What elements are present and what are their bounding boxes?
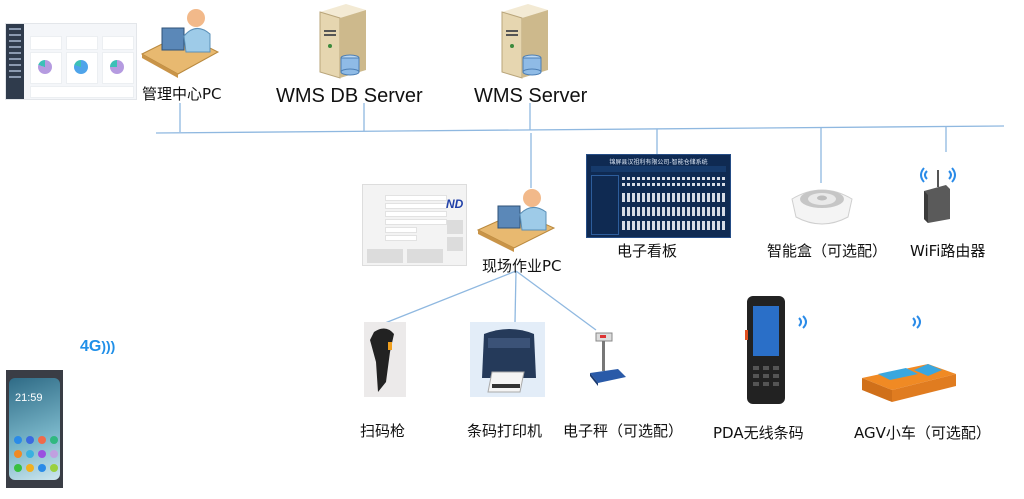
link-printer bbox=[514, 270, 517, 323]
form-field bbox=[385, 203, 447, 209]
pie-chart-icon bbox=[74, 60, 88, 74]
kanban-toolbar bbox=[591, 166, 726, 172]
pie-chart-icon bbox=[38, 60, 52, 74]
table-card bbox=[30, 86, 134, 98]
form-field bbox=[385, 195, 447, 201]
wms-server-label: WMS Server bbox=[474, 85, 588, 107]
pda-icon bbox=[745, 296, 785, 404]
barcode-scanner-icon bbox=[364, 322, 406, 397]
pda-label: PDA无线条码 bbox=[713, 424, 804, 442]
dashboard-sidebar bbox=[6, 24, 24, 99]
operator-pc-icon bbox=[140, 9, 220, 78]
wifi-signal-icon bbox=[912, 315, 921, 329]
form-button bbox=[367, 249, 403, 263]
link-scanner bbox=[384, 270, 517, 324]
form-button bbox=[447, 220, 463, 234]
kanban-row bbox=[622, 193, 726, 202]
wifi-signal-icon bbox=[798, 315, 807, 329]
stat-card bbox=[30, 36, 62, 50]
management-dashboard-thumbnail bbox=[5, 23, 137, 100]
database-server-icon bbox=[319, 4, 366, 79]
kanban-row bbox=[622, 207, 726, 216]
kanban-row bbox=[622, 183, 726, 186]
smartphone-icon: 21:59 bbox=[6, 370, 63, 488]
smart-box-label: 智能盒（可选配） bbox=[767, 242, 888, 260]
agv-label: AGV小车（可选配） bbox=[854, 424, 991, 442]
phone-clock: 21:59 bbox=[15, 392, 43, 404]
operator-pc-icon bbox=[476, 189, 556, 252]
stat-card bbox=[66, 36, 98, 50]
chart-card bbox=[66, 52, 98, 84]
wifi-router-label: WiFi路由器 bbox=[910, 242, 986, 260]
scanner-label: 扫码枪 bbox=[360, 422, 406, 440]
form-field bbox=[385, 227, 417, 233]
field-pc-label: 现场作业PC bbox=[482, 257, 562, 275]
form-field bbox=[385, 235, 417, 241]
agv-cart-icon bbox=[862, 364, 956, 402]
printer-label: 条码打印机 bbox=[467, 422, 543, 440]
kanban-row bbox=[622, 177, 726, 180]
kanban-label: 电子看板 bbox=[617, 242, 678, 260]
field-operation-form-thumbnail: ND bbox=[362, 184, 467, 266]
weighing-scale-icon bbox=[590, 332, 626, 386]
smart-box-icon bbox=[791, 189, 853, 225]
kanban-side-panel bbox=[591, 175, 619, 235]
nd-logo: ND bbox=[446, 197, 464, 211]
form-field bbox=[385, 219, 447, 225]
form-field bbox=[385, 211, 447, 217]
kanban-display: 锦屏县汉祖利有限公司-智能仓储系统 bbox=[586, 154, 731, 238]
db-server-label: WMS DB Server bbox=[276, 85, 423, 107]
scale-label: 电子秤（可选配） bbox=[563, 422, 684, 440]
chart-card bbox=[102, 52, 134, 84]
kanban-row bbox=[622, 221, 726, 230]
phone-screen: 21:59 bbox=[9, 378, 60, 480]
database-server-icon bbox=[501, 4, 548, 79]
backbone-line bbox=[155, 125, 1005, 134]
stat-card bbox=[102, 36, 134, 50]
4g-signal-icon: 4G))) bbox=[80, 338, 116, 355]
link-scale bbox=[515, 270, 597, 331]
form-button bbox=[447, 237, 463, 251]
pie-chart-icon bbox=[110, 60, 124, 74]
kanban-screen-title: 锦屏县汉祖利有限公司-智能仓储系统 bbox=[609, 159, 708, 166]
form-button bbox=[407, 249, 443, 263]
wifi-router-icon bbox=[920, 167, 956, 223]
mgmt-pc-label: 管理中心PC bbox=[142, 85, 222, 103]
chart-card bbox=[30, 52, 62, 84]
4g-label: 4G bbox=[80, 338, 102, 355]
label-printer-icon bbox=[470, 322, 545, 397]
